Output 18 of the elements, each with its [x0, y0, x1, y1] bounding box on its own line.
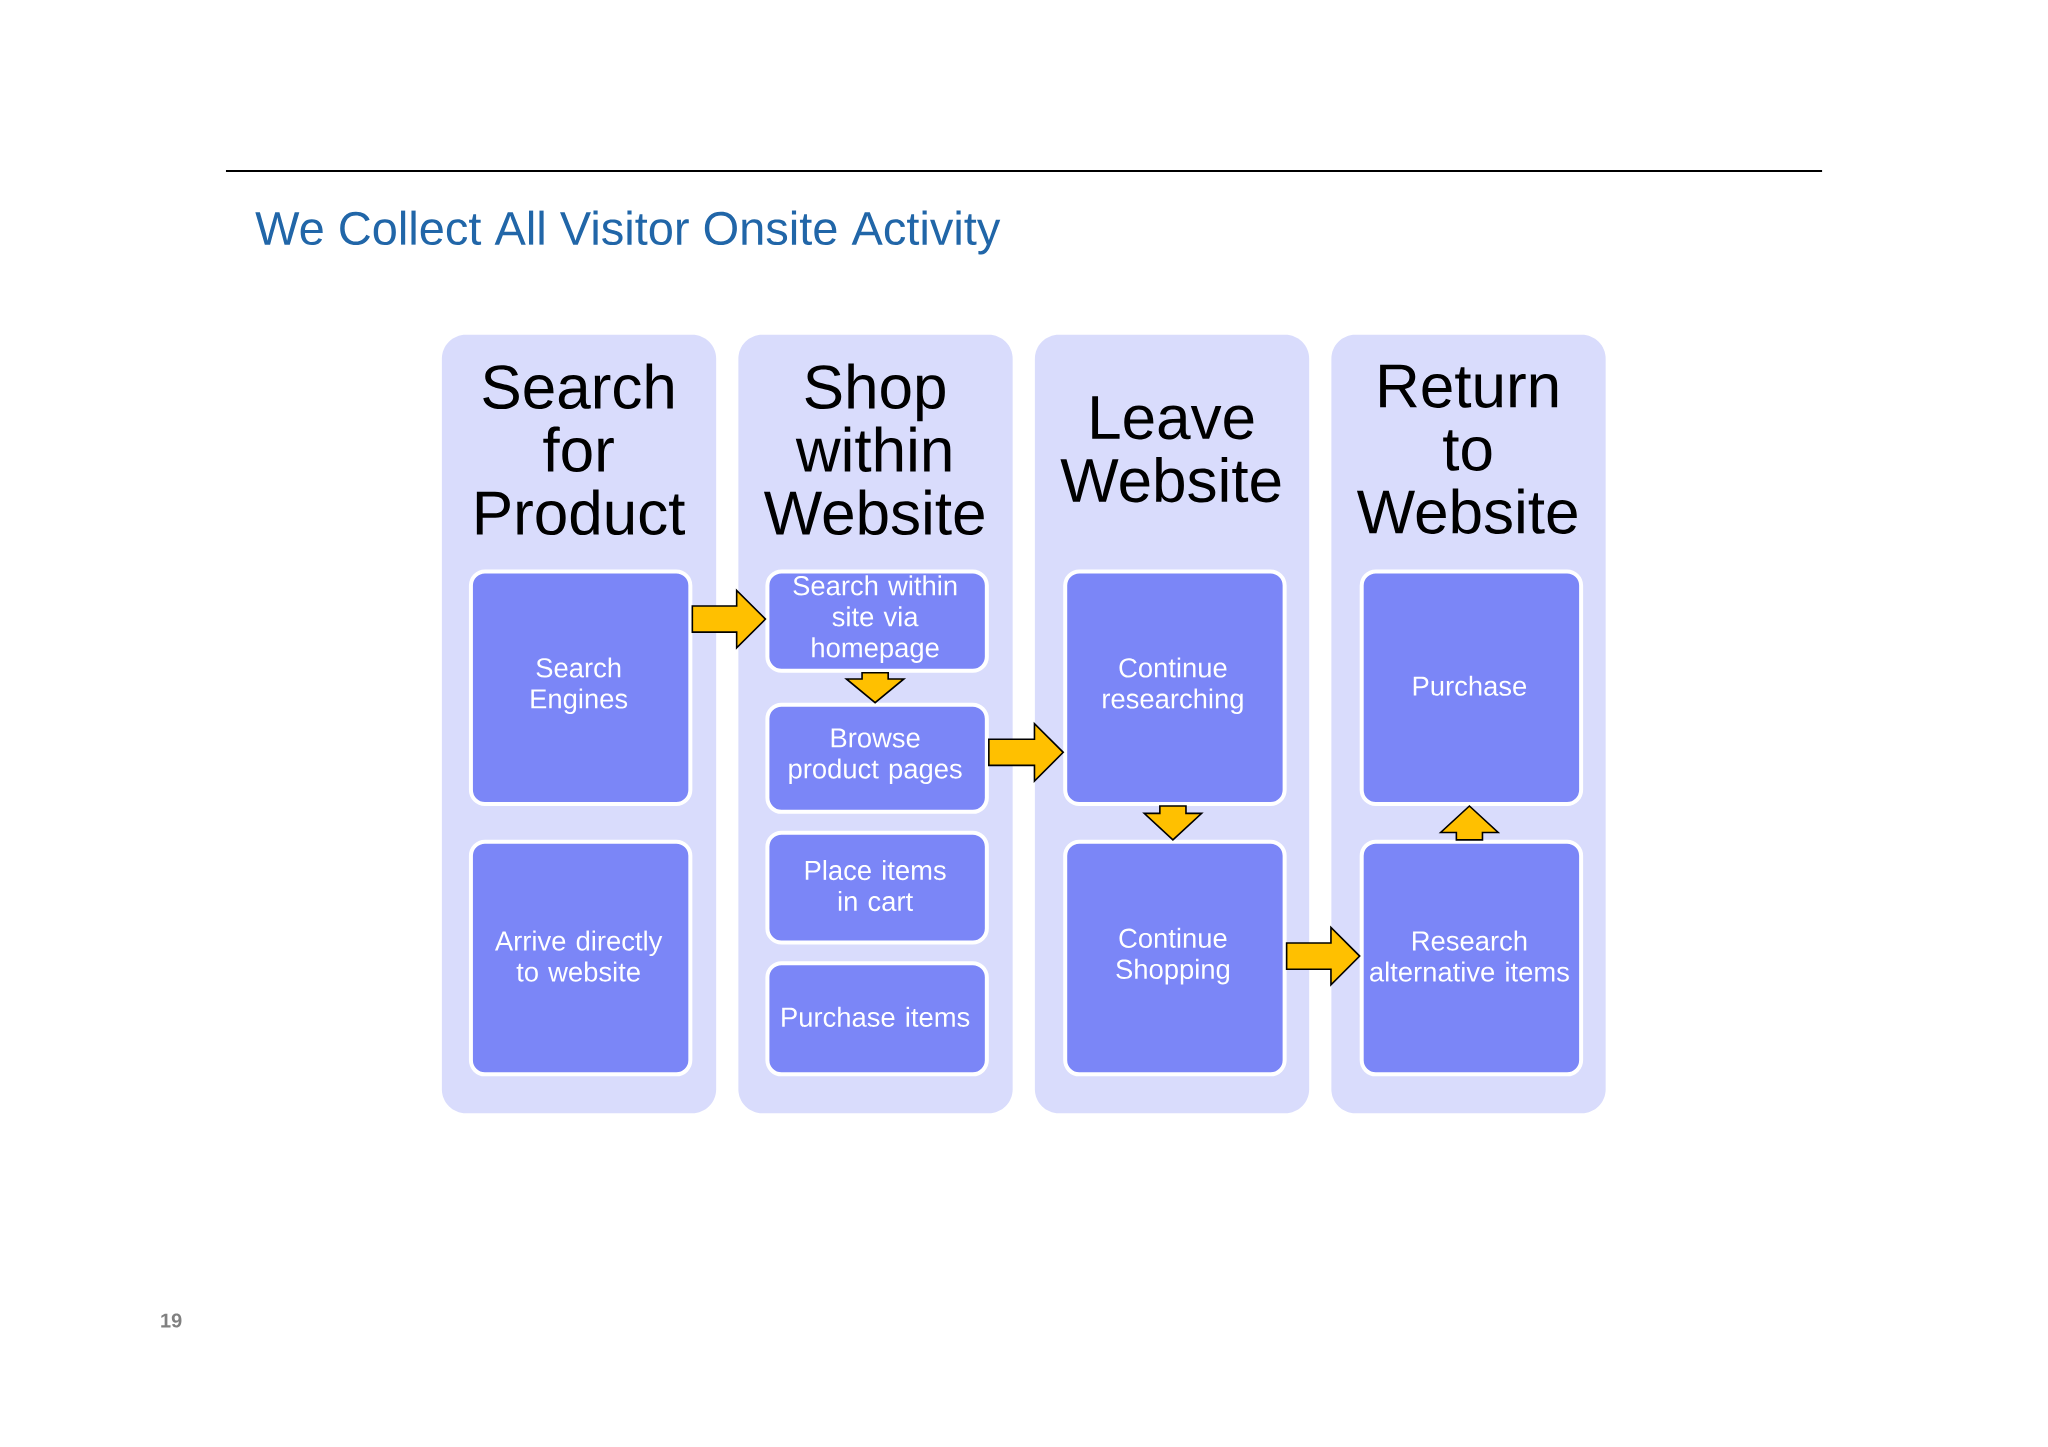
block-arrow — [1285, 925, 1361, 987]
block-arrow — [988, 721, 1065, 783]
step-box: Search Engines — [468, 569, 693, 806]
step-box: Continue Shopping — [1063, 839, 1287, 1077]
page-number: 19 — [161, 1313, 182, 1328]
step-box: Purchase items — [765, 961, 989, 1077]
step-box: Search within site via homepage — [765, 569, 989, 673]
block-arrow — [1142, 805, 1204, 841]
step-box: Browse product pages — [765, 702, 989, 814]
step-box: Continue researching — [1063, 569, 1287, 806]
step-box: Place items in cart — [765, 830, 989, 945]
step-box: Research alternative items — [1359, 839, 1584, 1077]
block-arrow — [844, 671, 907, 704]
step-box: Arrive directly to website — [468, 839, 693, 1077]
step-box: Purchase — [1359, 569, 1584, 806]
block-arrow — [1438, 804, 1501, 841]
block-arrow — [691, 588, 767, 650]
slide-title: We Collect All Visitor Onsite Activity — [255, 210, 1001, 255]
